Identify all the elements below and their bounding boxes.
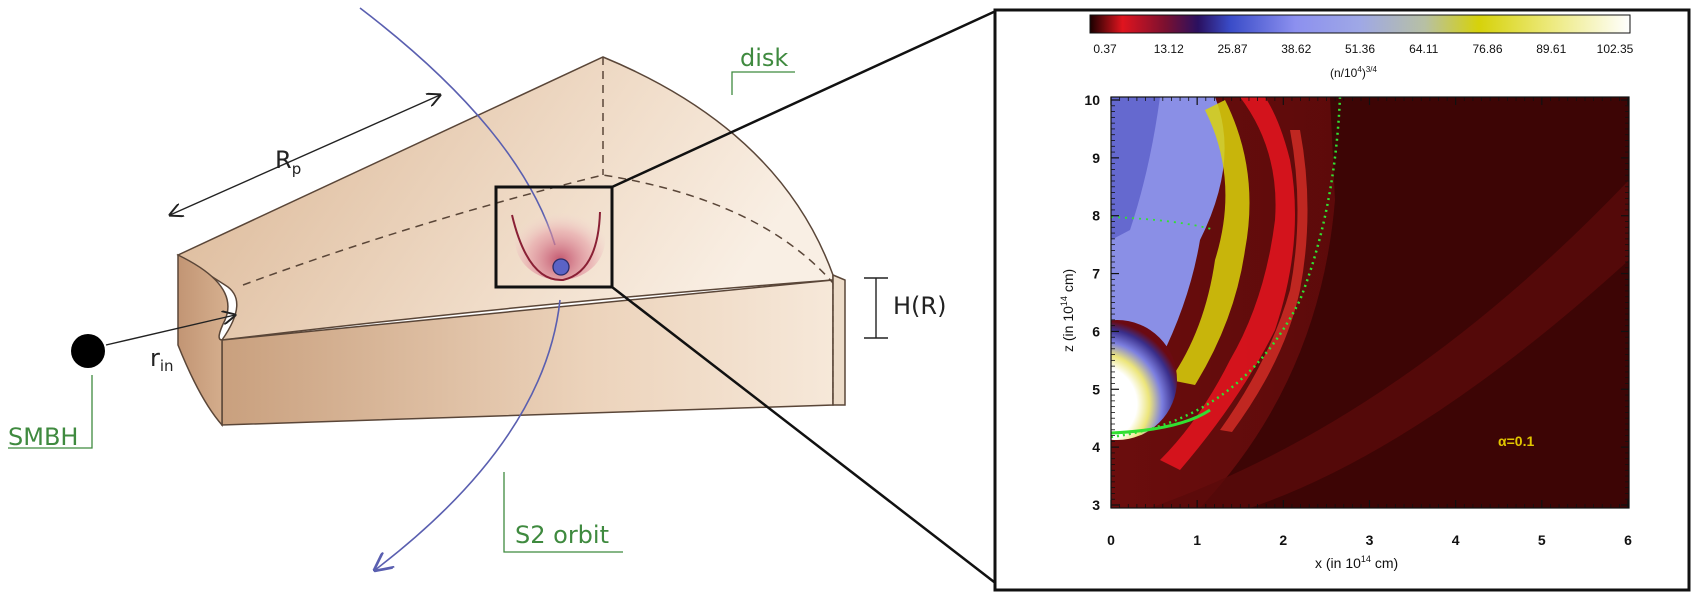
colorbar-tick-label: 64.11 <box>1409 42 1438 56</box>
y-tick-label: 4 <box>1092 439 1100 455</box>
colorbar-tick-label: 0.37 <box>1093 42 1117 56</box>
cloud-bowshock <box>511 211 601 282</box>
disk-outer-edge <box>832 273 846 406</box>
colorbar-tick-label: 25.87 <box>1217 42 1247 56</box>
colorbar-tick-label: 51.36 <box>1345 42 1375 56</box>
y-axis-label: z (in 1014 cm) <box>1059 269 1076 352</box>
colorbar-tick-label: 76.86 <box>1472 42 1502 56</box>
x-axis-ticks: 0 1 2 3 4 5 6 <box>1107 97 1632 548</box>
y-tick-label: 10 <box>1084 92 1100 108</box>
simulation-image <box>1111 97 1629 508</box>
colorbar-tick-label: 38.62 <box>1281 42 1311 56</box>
y-tick-label: 3 <box>1092 497 1100 513</box>
colorbar-tick-label: 102.35 <box>1597 42 1634 56</box>
disk-top-face <box>176 56 834 341</box>
y-tick-label: 6 <box>1092 323 1100 339</box>
x-tick-label: 1 <box>1193 532 1201 548</box>
colorbar-label: (n/104)3/4 <box>1330 65 1377 80</box>
disk-diagram: SMBH rin Rp disk H(R) S2 orbit <box>8 7 999 586</box>
x-tick-label: 6 <box>1624 532 1632 548</box>
s2-orbit-label: S2 orbit <box>515 521 609 549</box>
y-tick-label: 9 <box>1092 150 1100 166</box>
alpha-annotation: α=0.1 <box>1498 433 1534 449</box>
x-tick-label: 0 <box>1107 532 1115 548</box>
y-tick-label: 5 <box>1092 381 1100 397</box>
x-tick-label: 3 <box>1366 532 1374 548</box>
hr-label: H(R) <box>893 292 946 320</box>
x-tick-label: 4 <box>1452 532 1460 548</box>
rp-label: Rp <box>275 146 301 178</box>
simulation-panel: 0.37 13.12 25.87 38.62 51.36 64.11 76.86 89.61 1… <box>993 8 1691 592</box>
colorbar-ticks: 0.37 13.12 25.87 38.62 51.36 64.11 76.86 89.61 1… <box>1093 42 1633 56</box>
x-axis-label: x (in 1014 cm) <box>1315 554 1398 571</box>
s2-orbit-path-lower <box>375 299 561 570</box>
y-axis-ticks: 3 4 5 6 7 8 9 10 <box>1084 92 1629 513</box>
x-tick-label: 2 <box>1279 532 1287 548</box>
smbh-label: SMBH <box>8 423 78 451</box>
zoom-box <box>494 185 614 289</box>
disk-inner-edge <box>177 253 229 427</box>
s2-star <box>552 258 570 276</box>
x-tick-label: 5 <box>1538 532 1546 548</box>
disk-label: disk <box>740 44 788 72</box>
colorbar-tick-label: 13.12 <box>1154 42 1184 56</box>
colorbar <box>1089 14 1631 34</box>
colorbar-tick-label: 89.61 <box>1536 42 1566 56</box>
smbh-blackhole <box>71 334 105 368</box>
y-tick-label: 7 <box>1092 266 1100 282</box>
y-tick-label: 8 <box>1092 208 1100 224</box>
rin-label: rin <box>150 344 174 375</box>
